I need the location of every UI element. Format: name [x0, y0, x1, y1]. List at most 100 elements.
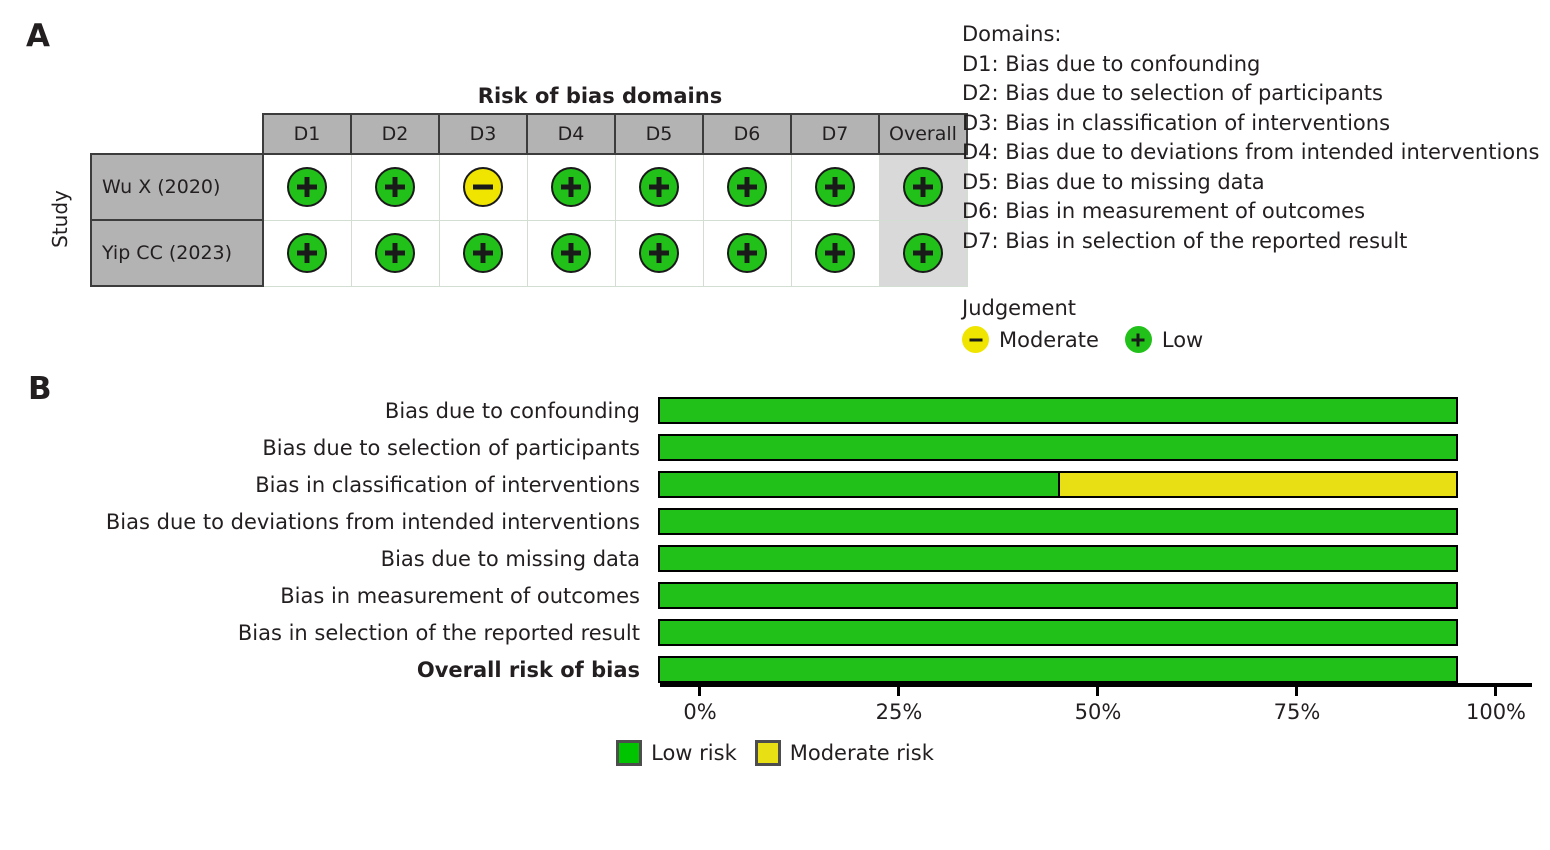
x-tick-label-50: 50% [1074, 700, 1122, 724]
judgement-cell-wu-d5[interactable] [614, 153, 704, 221]
judgement-cell-yip-overall[interactable] [878, 219, 968, 287]
low-risk-icon [815, 233, 855, 273]
x-tick-label-100: 100% [1465, 700, 1527, 724]
panel-b-summary-bar-chart: B Bias due to confounding Bias due to se… [0, 370, 1550, 850]
low-risk-icon [287, 167, 328, 208]
bar-segment-low [660, 621, 1456, 644]
judgement-key-moderate: Moderate [962, 326, 1099, 353]
low-risk-icon [903, 167, 943, 208]
table-corner-cell [91, 114, 263, 154]
x-tick-100 [1494, 687, 1497, 696]
x-tick-label-75: 75% [1273, 700, 1321, 724]
legend-item-low-risk[interactable]: Low risk [616, 740, 737, 766]
judgement-cell-wu-overall[interactable] [878, 153, 968, 221]
legend-item-moderate-risk[interactable]: Moderate risk [754, 740, 934, 766]
column-header-d1: D1 [262, 113, 352, 155]
bar-track-classification-interventions [658, 471, 1458, 498]
judgement-cell-wu-d1[interactable] [262, 153, 352, 221]
judgement-key-low: Low [1124, 326, 1204, 353]
bar-segment-low [660, 547, 1456, 570]
study-name-wu-x-2020: Wu X (2020) [90, 153, 264, 221]
summary-bar-rows: Bias due to confounding Bias due to sele… [0, 392, 1550, 688]
low-risk-swatch-icon [616, 740, 643, 766]
column-header-d3: D3 [438, 113, 528, 155]
low-risk-icon [287, 233, 328, 273]
column-header-d7: D7 [790, 113, 880, 155]
low-risk-icon [815, 167, 855, 208]
low-risk-icon [639, 167, 679, 208]
bar-track-selection-reported-result [658, 619, 1458, 646]
x-tick-25 [897, 687, 900, 696]
column-header-d2: D2 [350, 113, 440, 155]
x-axis-line [660, 683, 1532, 687]
judgement-cell-yip-d1[interactable] [262, 219, 352, 287]
bar-segment-low [660, 510, 1456, 533]
low-risk-icon [551, 167, 591, 208]
bar-track-confounding [658, 397, 1458, 424]
table-row: Wu X (2020) [90, 153, 968, 221]
column-header-d6: D6 [702, 113, 792, 155]
judgement-cell-yip-d3[interactable] [438, 219, 528, 287]
judgement-cell-wu-d4[interactable] [526, 153, 616, 221]
low-risk-icon [463, 233, 503, 273]
risk-of-bias-table: D1 D2 D3 D4 D5 D6 D7 Overall Wu X (2020) [90, 113, 968, 287]
bar-segment-low [660, 584, 1456, 607]
bar-segment-low [660, 436, 1456, 459]
judgement-legend: Judgement Moderate Low [962, 296, 1229, 353]
domain-description-d7: D7: Bias in selection of the reported re… [962, 228, 1408, 253]
bar-segment-low [660, 658, 1456, 681]
judgement-cell-yip-d6[interactable] [702, 219, 792, 287]
judgement-legend-heading: Judgement [962, 296, 1077, 320]
judgement-key-moderate-label: Moderate [999, 327, 1099, 352]
bar-track-selection-participants [658, 434, 1458, 461]
column-header-d4: D4 [526, 113, 616, 155]
column-header-d5: D5 [614, 113, 704, 155]
domains-legend-heading: Domains: [962, 22, 1062, 46]
judgement-cell-wu-d3[interactable] [438, 153, 528, 221]
low-risk-icon [727, 233, 767, 273]
panel-b-letter: B [28, 371, 52, 407]
moderate-risk-icon [463, 167, 503, 208]
bar-track-missing-data [658, 545, 1458, 572]
legend-label-low-risk: Low risk [651, 741, 737, 765]
bar-track-deviations-interventions [658, 508, 1458, 535]
panel-a-traffic-light: A Risk of bias domains Study D1 D2 D3 D4… [0, 0, 1550, 370]
low-risk-icon [1124, 326, 1152, 353]
chart-legend: Low risk Moderate risk [0, 740, 1550, 766]
domain-description-d5: D5: Bias due to missing data [962, 169, 1265, 194]
low-risk-icon [903, 233, 943, 273]
judgement-cell-wu-d7[interactable] [790, 153, 880, 221]
bar-row: Bias in classification of interventions [0, 466, 1550, 503]
bar-track-overall-risk-of-bias [658, 656, 1458, 683]
bar-row: Overall risk of bias [0, 651, 1550, 688]
judgement-cell-yip-d5[interactable] [614, 219, 704, 287]
x-tick-label-0: 0% [683, 700, 717, 724]
bar-label-classification-interventions: Bias in classification of interventions [255, 472, 640, 497]
x-tick-0 [698, 687, 701, 696]
bar-row: Bias due to deviations from intended int… [0, 503, 1550, 540]
bar-segment-moderate [1058, 473, 1456, 496]
judgement-cell-yip-d4[interactable] [526, 219, 616, 287]
moderate-risk-swatch-icon [754, 740, 781, 766]
domain-description-d6: D6: Bias in measurement of outcomes [962, 199, 1366, 223]
domain-description-d2: D2: Bias due to selection of participant… [962, 81, 1383, 105]
judgement-key-low-label: Low [1161, 327, 1204, 352]
low-risk-icon [375, 167, 415, 208]
judgement-cell-wu-d2[interactable] [350, 153, 440, 221]
low-risk-icon [375, 233, 415, 273]
domain-description-d4: D4: Bias due to deviations from intended… [962, 140, 1540, 164]
judgement-cell-yip-d2[interactable] [350, 219, 440, 287]
judgement-cell-wu-d6[interactable] [702, 153, 792, 221]
judgement-cell-yip-d7[interactable] [790, 219, 880, 287]
bar-row: Bias due to confounding [0, 392, 1550, 429]
x-tick-75 [1295, 687, 1298, 696]
bar-row: Bias due to missing data [0, 540, 1550, 577]
bar-track-measurement-outcomes [658, 582, 1458, 609]
moderate-risk-icon [962, 326, 989, 353]
legend-label-moderate-risk: Moderate risk [789, 741, 934, 765]
domain-description-d3: D3: Bias in classification of interventi… [962, 110, 1391, 135]
x-tick-label-25: 25% [875, 700, 923, 724]
low-risk-icon [727, 167, 767, 208]
panel-a-letter: A [26, 18, 50, 54]
bar-segment-low [660, 399, 1456, 422]
